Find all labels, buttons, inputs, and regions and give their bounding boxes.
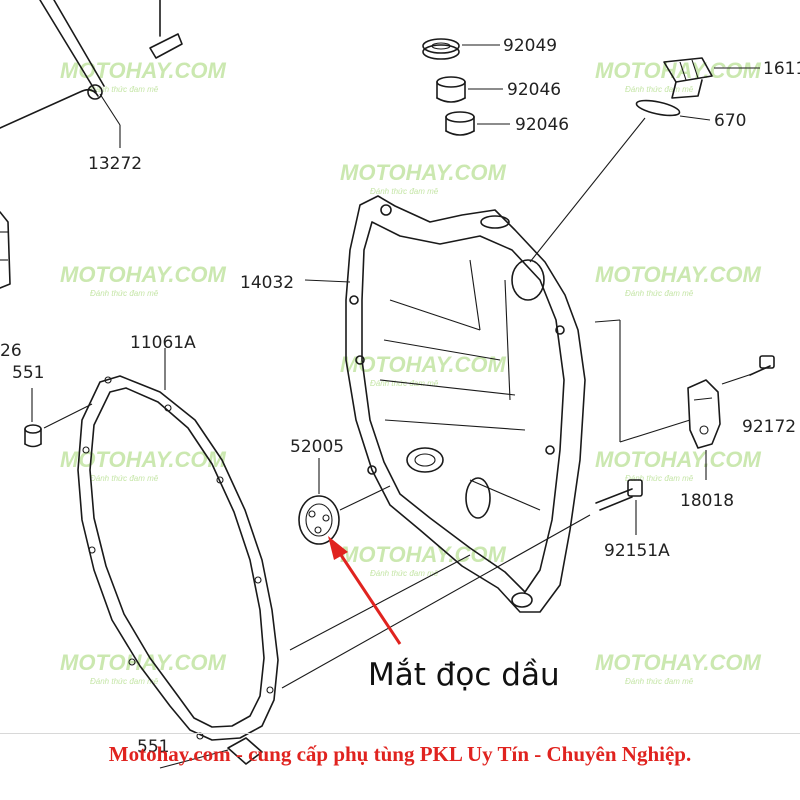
watermark-subtext: Đánh thức đam mê <box>90 289 159 298</box>
sight-glass-annotation: Mắt đọc dầu <box>368 657 560 693</box>
watermark-subtext: Đánh thức đam mê <box>370 379 439 388</box>
store-caption: Motohay.com - cung cấp phụ tùng PKL Uy T… <box>108 742 692 766</box>
watermark: MOTOHAY.COM Đánh thức đam mê <box>595 447 762 483</box>
part-number: 92172 <box>742 417 796 437</box>
watermark: MOTOHAY.COM Đánh thức đam mê <box>595 650 762 686</box>
watermark-text: MOTOHAY.COM <box>595 447 762 472</box>
watermark-text: MOTOHAY.COM <box>595 262 762 287</box>
watermark-text: MOTOHAY.COM <box>340 352 507 377</box>
cover-bracket <box>594 319 775 480</box>
watermark: MOTOHAY.COM Đánh thức đam mê <box>60 447 227 483</box>
watermark-subtext: Đánh thức đam mê <box>625 85 694 94</box>
gasket <box>77 348 279 741</box>
watermark-text: MOTOHAY.COM <box>340 542 507 567</box>
part-number: 52005 <box>290 437 344 457</box>
filler-plug <box>529 57 760 263</box>
watermark: MOTOHAY.COM Đánh thức đam mê <box>595 262 762 298</box>
sight-glass-arrow <box>328 536 402 645</box>
watermark: MOTOHAY.COM Đánh thức đam mê <box>60 262 227 298</box>
left-edge-part <box>0 211 11 289</box>
watermark-text: MOTOHAY.COM <box>60 262 227 287</box>
watermark-subtext: Đánh thức đam mê <box>625 677 694 686</box>
watermark-text: MOTOHAY.COM <box>595 58 762 83</box>
bearing-stack <box>422 38 510 136</box>
watermark-subtext: Đánh thức đam mê <box>90 677 159 686</box>
part-number: 551 <box>12 363 44 383</box>
part-number: 1611 <box>763 59 800 79</box>
part-number: 92151A <box>604 541 670 561</box>
part-number: 14032 <box>240 273 294 293</box>
watermarks: MOTOHAY.COM Đánh thức đam mê MOTOHAY.COM Đ… <box>60 58 762 686</box>
watermark-subtext: Đánh thức đam mê <box>370 569 439 578</box>
bottom-dowel <box>159 737 263 769</box>
guide-lines <box>281 514 591 689</box>
watermark-text: MOTOHAY.COM <box>60 58 227 83</box>
part-number: 11061A <box>130 333 196 353</box>
dowel-pin <box>24 388 93 448</box>
watermark: MOTOHAY.COM Đánh thức đam mê <box>340 542 507 578</box>
watermark: MOTOHAY.COM Đánh thức đam mê <box>60 58 227 94</box>
part-number: 13272 <box>88 154 142 174</box>
watermark: MOTOHAY.COM Đánh thức đam mê <box>595 58 762 94</box>
watermark-subtext: Đánh thức đam mê <box>90 474 159 483</box>
watermark: MOTOHAY.COM Đánh thức đam mê <box>340 160 507 196</box>
part-number: 670 <box>714 111 746 131</box>
watermark-text: MOTOHAY.COM <box>340 160 507 185</box>
part-number: 26 <box>0 341 22 361</box>
clutch-cover <box>304 195 586 613</box>
watermark-subtext: Đánh thức đam mê <box>625 474 694 483</box>
caption-separator <box>0 733 800 734</box>
watermark-subtext: Đánh thức đam mê <box>90 85 159 94</box>
part-number: 92046 <box>507 80 561 100</box>
part-number: 92049 <box>503 36 557 56</box>
watermark-subtext: Đánh thức đam mê <box>625 289 694 298</box>
watermark-text: MOTOHAY.COM <box>60 447 227 472</box>
bracket-rod <box>0 0 183 148</box>
watermark-subtext: Đánh thức đam mê <box>370 187 439 196</box>
part-number: 92046 <box>515 115 569 135</box>
part-number: 18018 <box>680 491 734 511</box>
cover-bolt <box>595 479 643 535</box>
part-number: 551 <box>137 737 169 757</box>
oil-sight-glass <box>298 458 391 545</box>
watermark-text: MOTOHAY.COM <box>595 650 762 675</box>
